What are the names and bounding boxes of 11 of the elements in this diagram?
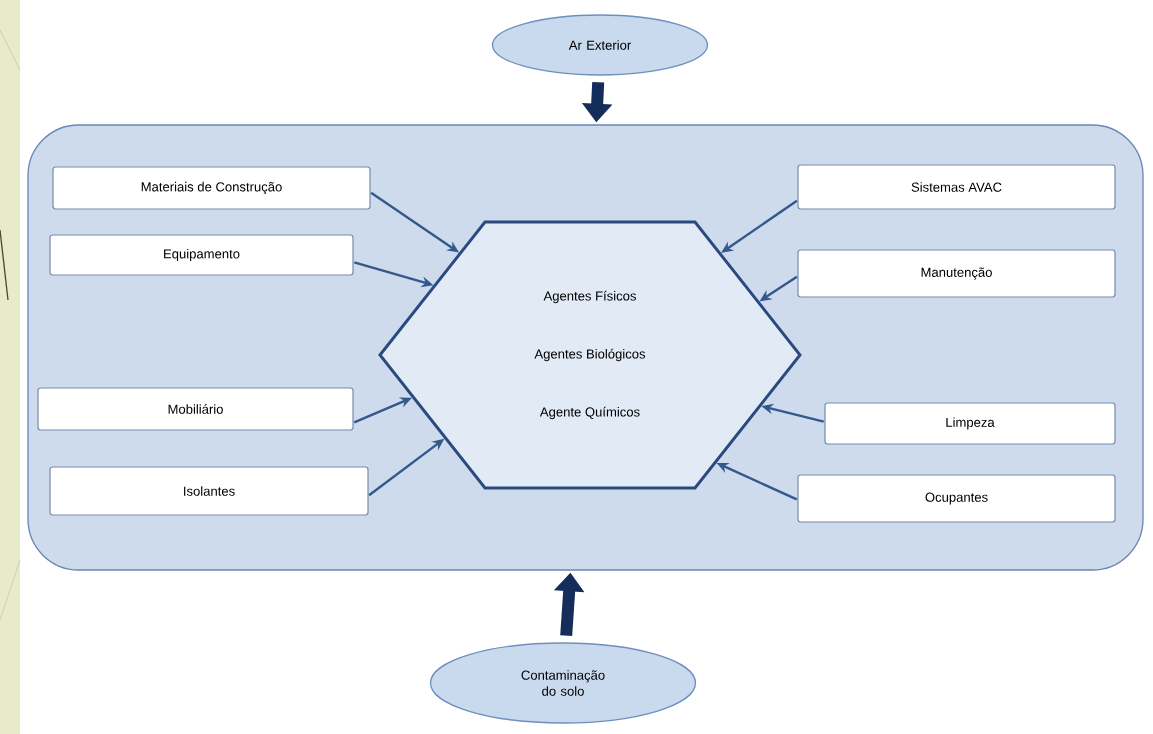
text-box: Mobiliário — [37, 387, 354, 431]
text-box: Materiais de Construção — [52, 166, 371, 210]
ellipse-node: Contaminação do solo — [429, 642, 697, 724]
text-box: Equipamento — [49, 234, 354, 276]
text-box: Limpeza — [824, 402, 1116, 445]
text-box: Ocupantes — [797, 474, 1116, 523]
text-box: Isolantes — [49, 466, 369, 516]
ellipse-node: Ar Exterior — [491, 14, 709, 76]
text-box: Manutenção — [797, 249, 1116, 298]
hexagon: Agentes Físicos Agentes Biológicos Agente Químicos — [378, 220, 802, 490]
text-box: Sistemas AVAC — [797, 164, 1116, 210]
